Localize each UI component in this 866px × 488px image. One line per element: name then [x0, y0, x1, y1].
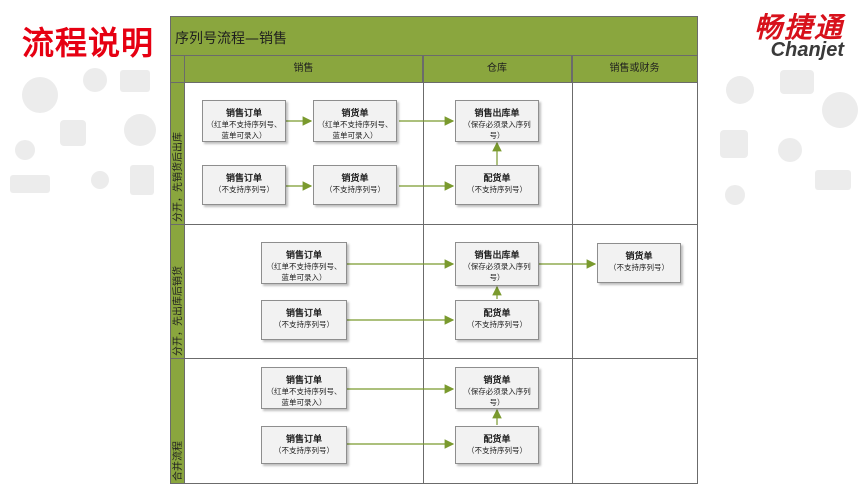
process-box-sales-outbound: 销售出库单（保存必须录入序列号）	[455, 100, 539, 142]
process-box-delivery-note: 销货单（红单不支持序列号、蓝单可录入）	[313, 100, 397, 142]
process-box-sales-order: 销售订单（红单不支持序列号、蓝单可录入）	[261, 242, 347, 284]
process-box-dispatch: 配货单（不支持序列号）	[455, 426, 539, 464]
process-box-delivery-note: 销货单（保存必须录入序列号）	[455, 367, 539, 409]
process-box-sales-outbound: 销售出库单（保存必须录入序列号）	[455, 242, 539, 286]
lane-label-3: 合并流程	[171, 358, 185, 483]
lane-label-2: 分开，先出库后销货	[171, 224, 185, 358]
process-box-delivery-note: 销货单（不支持序列号）	[597, 243, 681, 283]
process-box-dispatch: 配货单（不支持序列号）	[455, 300, 539, 340]
swimlane-diagram: 序列号流程—销售 销售 仓库 销售或财务 分开，先销货后出库 分开，先出库后销货…	[170, 16, 698, 484]
lane-label-1: 分开，先销货后出库	[171, 83, 185, 224]
column-divider	[423, 56, 424, 483]
column-header-sales-or-finance: 销售或财务	[572, 56, 697, 83]
lane-divider	[171, 224, 697, 225]
logo-english: Chanjet	[770, 39, 844, 61]
process-box-delivery-note: 销货单（不支持序列号）	[313, 165, 397, 205]
chanjet-logo: 畅捷通 Chanjet	[696, 6, 846, 62]
process-box-sales-order: 销售订单（红单不支持序列号、蓝单可录入）	[261, 367, 347, 409]
lane-divider	[171, 358, 697, 359]
process-box-sales-order: 销售订单（不支持序列号）	[261, 300, 347, 340]
diagram-title: 序列号流程—销售	[171, 17, 697, 56]
process-box-dispatch: 配货单（不支持序列号）	[455, 165, 539, 205]
slide-title: 流程说明	[22, 24, 155, 62]
process-box-sales-order: 销售订单（不支持序列号）	[261, 426, 347, 464]
column-header-warehouse: 仓库	[423, 56, 572, 83]
column-divider	[572, 56, 573, 483]
logo-chinese: 畅捷通	[753, 11, 844, 44]
corner-cell	[171, 56, 185, 83]
column-header-sales: 销售	[185, 56, 423, 83]
process-box-sales-order: 销售订单（不支持序列号）	[202, 165, 286, 205]
process-box-sales-order: 销售订单（红单不支持序列号、蓝单可录入）	[202, 100, 286, 142]
